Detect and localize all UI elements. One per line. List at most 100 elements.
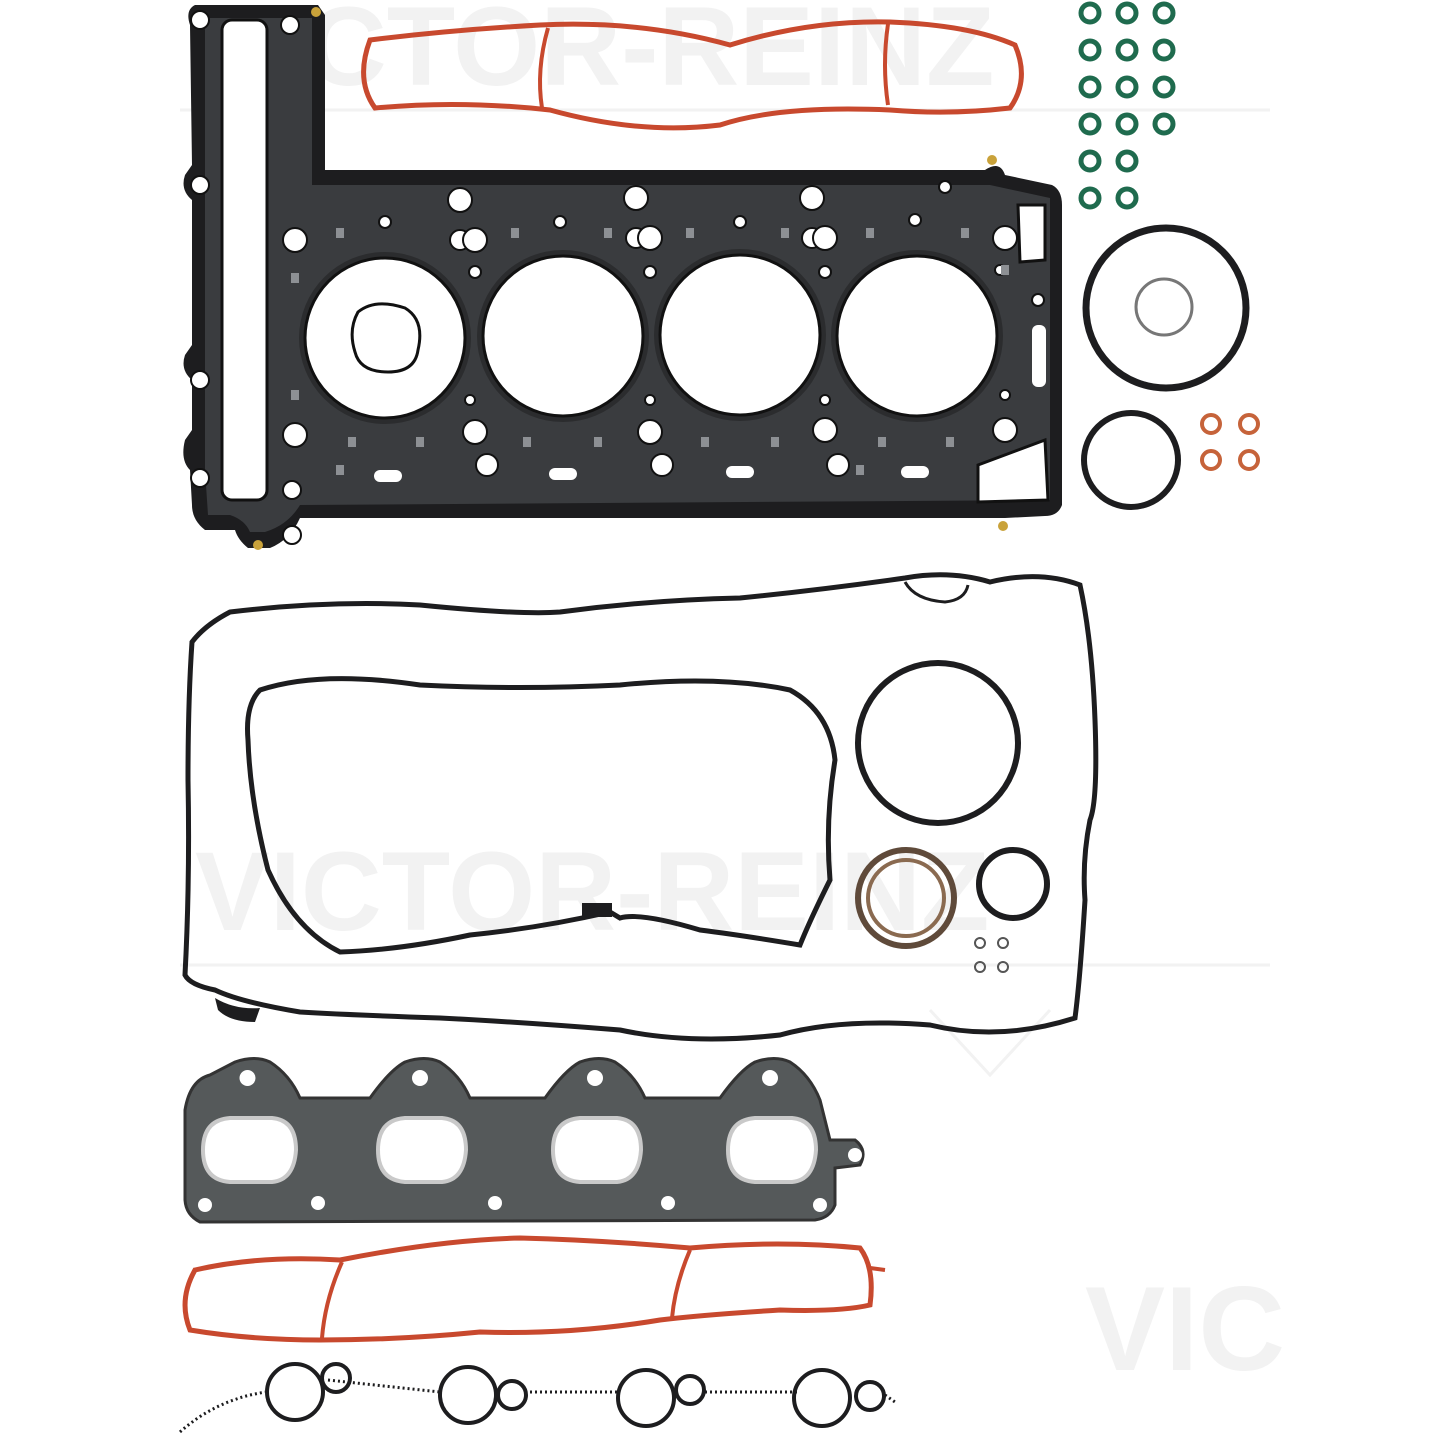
mini-washer bbox=[997, 961, 1009, 973]
gasket-marker bbox=[781, 228, 789, 238]
gasket-hole bbox=[462, 419, 488, 445]
gasket-hole bbox=[623, 185, 649, 211]
exhaust-manifold-gasket bbox=[183, 1057, 865, 1224]
intake-gasket-bottom-divider bbox=[320, 1261, 344, 1339]
cylinder-bores bbox=[299, 249, 1003, 424]
gasket-hole bbox=[826, 453, 850, 477]
gasket-slot bbox=[374, 470, 402, 482]
copper-washer bbox=[1200, 413, 1222, 435]
gasket-hole bbox=[644, 394, 656, 406]
gasket-hole bbox=[190, 175, 210, 195]
inner-ring-gray bbox=[1134, 277, 1194, 337]
valve-stem-seal bbox=[1115, 75, 1139, 99]
gasket-hole bbox=[992, 225, 1018, 251]
valve-stem-seal bbox=[1115, 1, 1139, 25]
mini-washer bbox=[974, 937, 986, 949]
exhaust-port bbox=[550, 1116, 644, 1184]
intake-gasket-bottom-tab bbox=[869, 1266, 886, 1272]
watermark-partial: VIC bbox=[1085, 1262, 1285, 1396]
dowel-pin bbox=[998, 521, 1008, 531]
gasket-marker bbox=[771, 437, 779, 447]
valve-cover-inner-outline bbox=[245, 676, 838, 955]
gasket-hole bbox=[282, 480, 302, 500]
gasket-hole bbox=[637, 225, 663, 251]
exhaust-bolt-hole bbox=[488, 1196, 502, 1210]
gasket-hole bbox=[475, 453, 499, 477]
bore-one-inner-seal bbox=[350, 302, 422, 374]
gasket-marker bbox=[686, 228, 694, 238]
port-seal-small bbox=[496, 1379, 528, 1411]
dowel-pin bbox=[253, 540, 263, 550]
valve-stem-seal bbox=[1152, 38, 1176, 62]
valve-stem-seal bbox=[1115, 38, 1139, 62]
valve-stem-seal bbox=[1078, 75, 1102, 99]
exhaust-port bbox=[375, 1116, 469, 1184]
port-seal-large bbox=[616, 1368, 676, 1428]
shaft-seal-outer bbox=[855, 847, 957, 949]
gasket-hole bbox=[462, 227, 488, 253]
gasket-hole bbox=[553, 215, 567, 229]
gasket-hole bbox=[282, 227, 308, 253]
cylinder-bore bbox=[658, 253, 822, 417]
gasket-hole bbox=[464, 394, 476, 406]
mini-washer bbox=[997, 937, 1009, 949]
copper-washer bbox=[1238, 413, 1260, 435]
gasket-marker bbox=[348, 437, 356, 447]
copper-washer bbox=[1238, 449, 1260, 471]
valve-stem-seal bbox=[1115, 112, 1139, 136]
gasket-marker bbox=[594, 437, 602, 447]
gasket-hole bbox=[378, 215, 392, 229]
gasket-hole bbox=[468, 265, 482, 279]
exhaust-stud-hole bbox=[239, 1070, 256, 1086]
exhaust-stud-hole bbox=[762, 1070, 778, 1086]
port-seal-large bbox=[438, 1365, 498, 1425]
gasket-marker bbox=[946, 437, 954, 447]
exhaust-port bbox=[200, 1116, 299, 1184]
gasket-hole bbox=[733, 215, 747, 229]
gasket-marker bbox=[1001, 265, 1009, 275]
head-gasket-rail-slot bbox=[220, 18, 269, 502]
gasket-hole bbox=[282, 525, 302, 545]
gasket-marker bbox=[523, 437, 531, 447]
port-seal-string bbox=[178, 1362, 896, 1434]
timing-cover-seals bbox=[1081, 224, 1250, 510]
intake-gasket-bottom bbox=[182, 1235, 886, 1343]
gasket-marker bbox=[604, 228, 612, 238]
intake-gasket-top-divider bbox=[883, 23, 890, 106]
gasket-hole bbox=[190, 10, 210, 30]
exhaust-ports bbox=[198, 1070, 862, 1212]
intake-gasket-bottom-divider bbox=[670, 1249, 692, 1319]
copper-washer bbox=[1200, 449, 1222, 471]
head-gasket-right-cutout-bottom bbox=[976, 437, 1050, 504]
gasket-marker bbox=[291, 390, 299, 400]
gasket-hole bbox=[812, 417, 838, 443]
gasket-hole bbox=[280, 15, 300, 35]
shaft-seal-inner bbox=[866, 858, 946, 938]
gasket-hole bbox=[643, 265, 657, 279]
gasket-marker bbox=[878, 437, 886, 447]
valve-cover-seals bbox=[855, 660, 1050, 973]
port-seal-large bbox=[792, 1368, 852, 1428]
gasket-slot bbox=[726, 466, 754, 478]
large-o-ring bbox=[1082, 224, 1250, 392]
cylinder-bore bbox=[303, 256, 467, 420]
valve-cover-gasket bbox=[182, 572, 1099, 1042]
exhaust-bolt-hole bbox=[813, 1198, 827, 1212]
valve-cover-top-notch bbox=[903, 581, 970, 604]
gasket-holes bbox=[190, 10, 1045, 545]
exhaust-port bbox=[725, 1116, 819, 1184]
valve-stem-seal bbox=[1152, 1, 1176, 25]
gasket-hole bbox=[447, 187, 473, 213]
valve-stem-seal bbox=[1078, 112, 1102, 136]
cylinder-bore bbox=[835, 254, 999, 418]
head-gasket-right-slot bbox=[1032, 325, 1046, 387]
exhaust-stud-hole bbox=[587, 1070, 603, 1086]
port-seal-large bbox=[265, 1362, 325, 1422]
exhaust-bolt-hole bbox=[311, 1196, 325, 1210]
gasket-slot bbox=[901, 466, 929, 478]
gasket-hole bbox=[812, 225, 838, 251]
watermark-top: VICTOR-REINZ bbox=[200, 0, 994, 109]
port-seal-small bbox=[674, 1374, 706, 1406]
valve-cover-outer-outline bbox=[182, 572, 1099, 1042]
